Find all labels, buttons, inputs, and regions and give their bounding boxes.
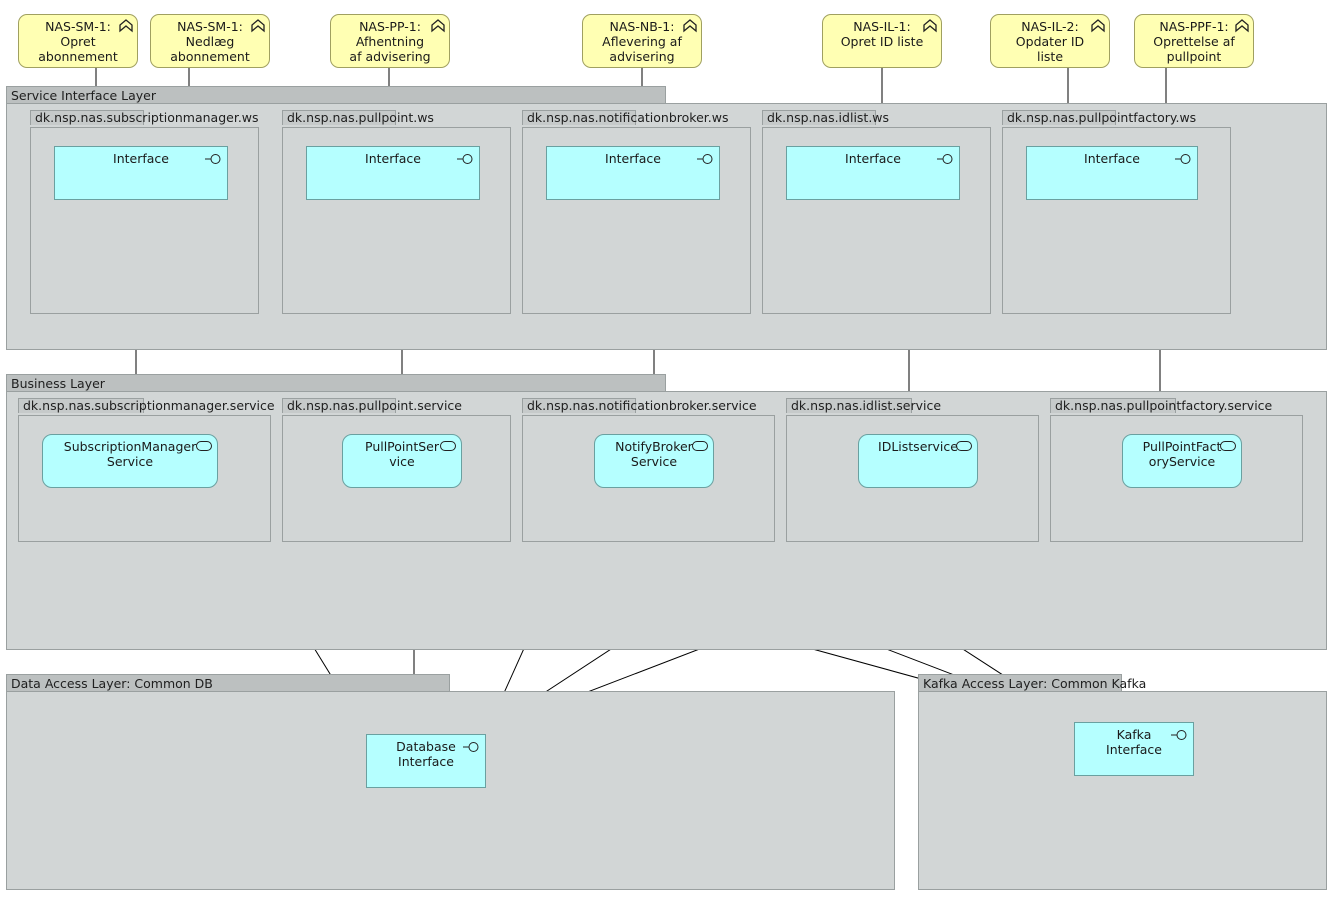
interface-pullpointfactory[interactable]: Interface <box>1026 146 1198 200</box>
kafka-interface[interactable]: Kafka Interface <box>1074 722 1194 776</box>
service-subscriptionmanager[interactable]: SubscriptionManager Service <box>42 434 218 488</box>
service-pullpointfactory[interactable]: PullPointFact oryService <box>1122 434 1242 488</box>
service-pullpoint[interactable]: PullPointSer vice <box>342 434 462 488</box>
package-pullpointfactory-service <box>1050 415 1303 542</box>
interface-lollipop-icon <box>937 154 953 164</box>
requirement-icon <box>431 19 445 33</box>
interface-notificationbroker[interactable]: Interface <box>546 146 720 200</box>
requirement-icon <box>1091 19 1105 33</box>
package-tab-pullpoint-ws: dk.nsp.nas.pullpoint.ws <box>282 110 434 125</box>
requirement-pp1[interactable]: NAS-PP-1: Afhentning af advisering <box>330 14 450 68</box>
requirement-sm1-opret[interactable]: NAS-SM-1: Opret abonnement <box>18 14 138 68</box>
package-tab-idlist-service: dk.nsp.nas.idlist.service <box>786 398 941 413</box>
package-subscriptionmanager-service <box>18 415 271 542</box>
data-access-layer <box>6 691 895 890</box>
package-tab-subscriptionmanager-service: dk.nsp.nas.subscriptionmanager.service <box>18 398 275 413</box>
service-idlist[interactable]: IDListservice <box>858 434 978 488</box>
package-pullpoint-service <box>282 415 511 542</box>
package-subscriptionmanager-ws <box>30 127 259 314</box>
requirement-ppf1[interactable]: NAS-PPF-1: Oprettelse af pullpoint <box>1134 14 1254 68</box>
package-tab-notificationbroker-ws: dk.nsp.nas.notificationbroker.ws <box>522 110 728 125</box>
requirement-sm1-nedlaeg[interactable]: NAS-SM-1: Nedlæg abonnement <box>150 14 270 68</box>
kafka-access-layer <box>918 691 1327 890</box>
requirement-icon <box>923 19 937 33</box>
interface-pullpoint[interactable]: Interface <box>306 146 480 200</box>
package-notificationbroker-service <box>522 415 775 542</box>
interface-lollipop-icon <box>1175 154 1191 164</box>
package-tab-pullpointfactory-ws: dk.nsp.nas.pullpointfactory.ws <box>1002 110 1196 125</box>
service-interface-layer-tab: Service Interface Layer <box>6 86 666 103</box>
service-icon <box>692 441 708 451</box>
package-notificationbroker-ws <box>522 127 751 314</box>
interface-lollipop-icon <box>205 154 221 164</box>
requirement-nb1[interactable]: NAS-NB-1: Aflevering af advisering <box>582 14 702 68</box>
package-idlist-service <box>786 415 1039 542</box>
package-tab-subscriptionmanager-ws: dk.nsp.nas.subscriptionmanager.ws <box>30 110 259 125</box>
requirement-il2[interactable]: NAS-IL-2: Opdater ID liste <box>990 14 1110 68</box>
requirement-icon <box>1235 19 1249 33</box>
package-idlist-ws <box>762 127 991 314</box>
requirement-icon <box>119 19 133 33</box>
requirement-icon <box>683 19 697 33</box>
kafka-access-layer-tab: Kafka Access Layer: Common Kafka <box>918 674 1146 691</box>
database-interface[interactable]: Database Interface <box>366 734 486 788</box>
interface-idlist[interactable]: Interface <box>786 146 960 200</box>
interface-lollipop-icon <box>697 154 713 164</box>
requirement-il1[interactable]: NAS-IL-1: Opret ID liste <box>822 14 942 68</box>
service-icon <box>440 441 456 451</box>
interface-lollipop-icon <box>463 742 479 752</box>
interface-lollipop-icon <box>457 154 473 164</box>
service-icon <box>956 441 972 451</box>
business-layer-tab: Business Layer <box>6 374 666 391</box>
package-tab-idlist-ws: dk.nsp.nas.idlist.ws <box>762 110 889 125</box>
service-notifybroker[interactable]: NotifyBroker Service <box>594 434 714 488</box>
service-icon <box>1220 441 1236 451</box>
package-pullpointfactory-ws <box>1002 127 1231 314</box>
service-interface-layer <box>6 103 1327 350</box>
package-pullpoint-ws <box>282 127 511 314</box>
data-access-layer-tab: Data Access Layer: Common DB <box>6 674 450 691</box>
interface-subscriptionmanager[interactable]: Interface <box>54 146 228 200</box>
service-icon <box>196 441 212 451</box>
interface-lollipop-icon <box>1171 730 1187 740</box>
package-tab-pullpointfactory-service: dk.nsp.nas.pullpointfactory.service <box>1050 398 1272 413</box>
package-tab-notificationbroker-service: dk.nsp.nas.notificationbroker.service <box>522 398 757 413</box>
package-tab-pullpoint-service: dk.nsp.nas.pullpoint.service <box>282 398 462 413</box>
requirement-icon <box>251 19 265 33</box>
